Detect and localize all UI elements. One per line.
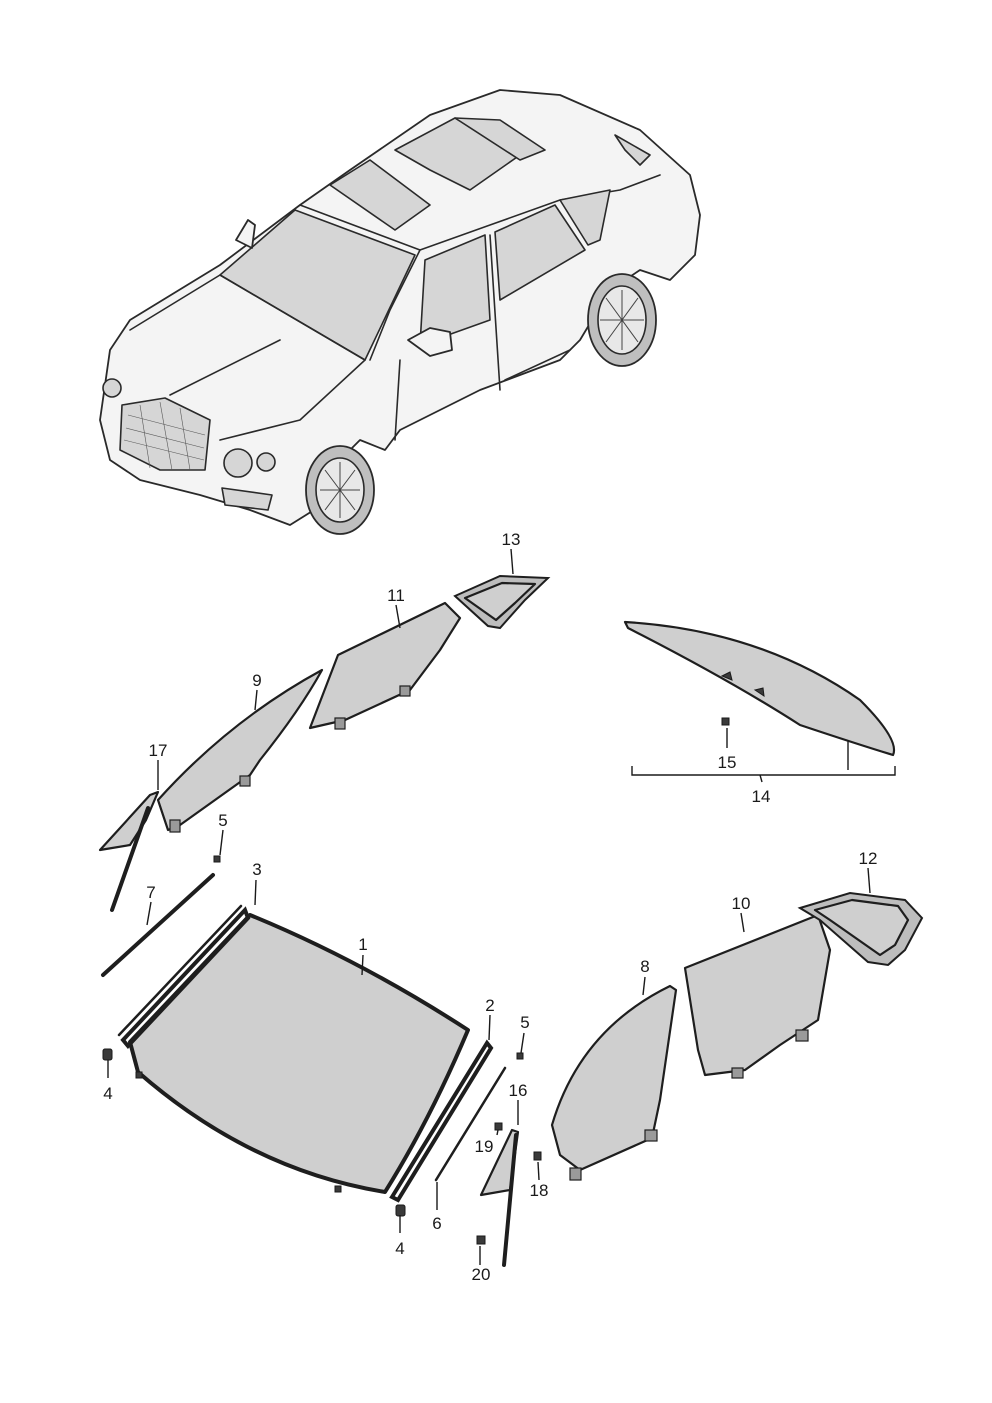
part-front-left-door-glass <box>156 668 324 833</box>
callout-12: 12 <box>859 849 878 868</box>
callout-8: 8 <box>640 957 649 976</box>
callout-3: 3 <box>252 860 261 879</box>
part-clip-19 <box>494 1122 503 1131</box>
callout-labels: 1 2 3 4 4 5 5 6 7 8 9 10 11 12 13 14 15 … <box>103 530 877 1284</box>
callout-18: 18 <box>530 1181 549 1200</box>
vehicle-illustration <box>99 89 701 535</box>
callout-17: 17 <box>149 741 168 760</box>
part-windshield <box>128 913 470 1194</box>
callout-4-bottom: 4 <box>395 1239 404 1258</box>
callout-7: 7 <box>146 883 155 902</box>
roof-bracket-line <box>631 766 896 783</box>
part-rear-left-door-glass <box>308 601 462 730</box>
part-vent-glass-left <box>98 790 160 912</box>
callout-16: 16 <box>509 1081 528 1100</box>
callout-2: 2 <box>485 996 494 1015</box>
callout-10: 10 <box>732 894 751 913</box>
grille-mesh <box>123 401 206 471</box>
part-quarter-glass-left <box>453 574 551 630</box>
callout-5-upper: 5 <box>218 811 227 830</box>
part-a-pillar-trim <box>389 1039 494 1203</box>
part-clip-20 <box>476 1235 486 1245</box>
callout-15: 15 <box>718 753 737 772</box>
part-clip-18 <box>533 1151 542 1161</box>
callout-20: 20 <box>472 1265 491 1284</box>
leader-lines <box>107 548 871 1265</box>
part-seal-strip <box>434 1066 507 1182</box>
front-wheel-spokes <box>320 462 360 518</box>
callout-9: 9 <box>252 671 261 690</box>
callout-5-right: 5 <box>520 1013 529 1032</box>
rear-wheel-spokes <box>600 290 644 350</box>
part-vent-glass-right <box>479 1128 520 1267</box>
callout-6: 6 <box>432 1214 441 1233</box>
part-molding-left <box>101 873 215 977</box>
part-clip-bottom <box>395 1204 406 1217</box>
part-clip-left <box>102 1048 113 1061</box>
part-clip-right <box>516 1052 524 1060</box>
callout-19: 19 <box>475 1137 494 1156</box>
callout-4-left: 4 <box>103 1084 112 1103</box>
part-roof-glass <box>623 620 896 757</box>
callout-13: 13 <box>502 530 521 549</box>
callout-14: 14 <box>752 787 771 806</box>
callout-1: 1 <box>358 935 367 954</box>
part-rear-right-door-glass <box>683 913 832 1079</box>
part-upper-trim-strip <box>117 904 251 1050</box>
part-quarter-glass-right <box>797 891 924 967</box>
part-front-right-door-glass <box>550 984 678 1181</box>
part-clip-upper <box>213 855 221 863</box>
callout-11: 11 <box>387 586 405 605</box>
